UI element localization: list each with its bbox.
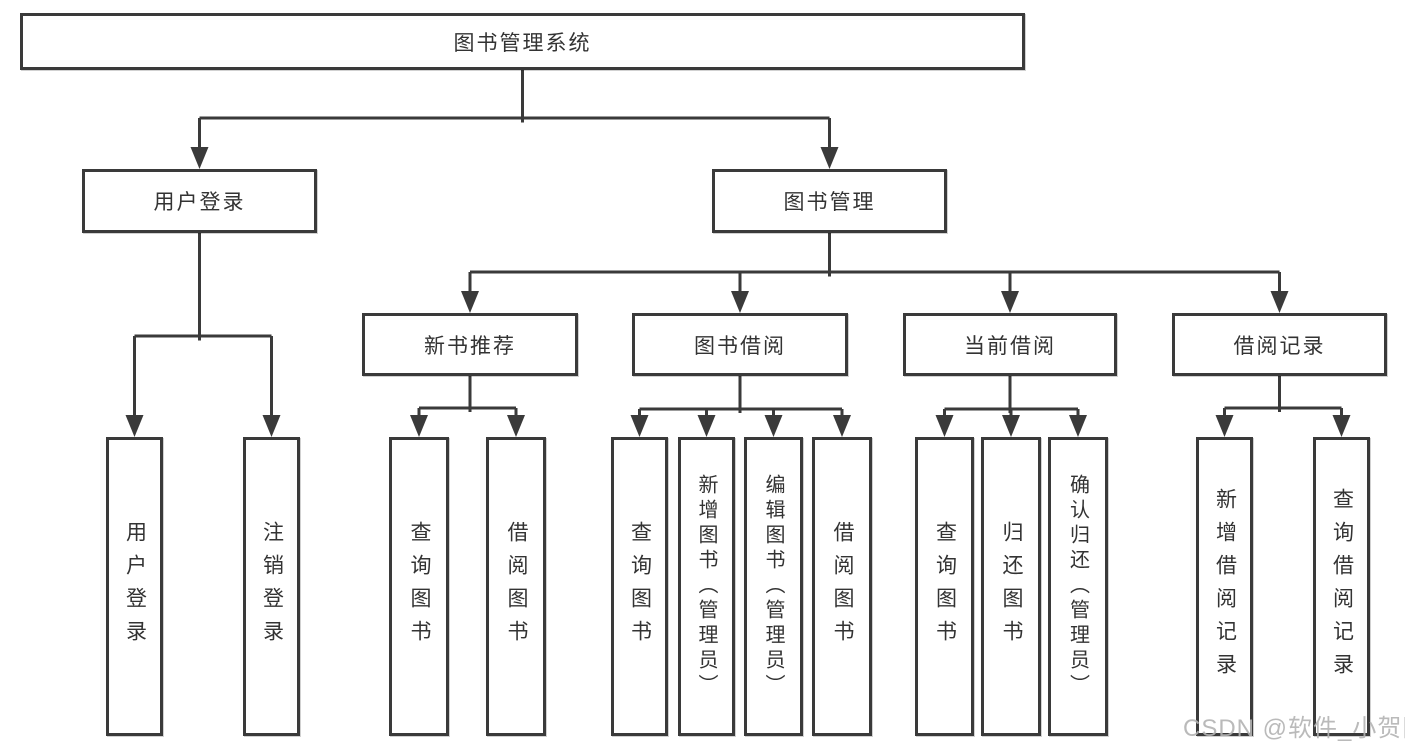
node-borrow-records-label: 借阅记录 [1233, 334, 1326, 358]
leaf-query-borrow-record: 查询借阅记录 [1313, 437, 1370, 736]
connector-root-to-level2 [198, 70, 831, 148]
node-book-management-branch: 图书管理 [712, 169, 947, 233]
leaf-return-books: 归还图书 [981, 437, 1041, 736]
node-root: 图书管理系统 [20, 13, 1025, 70]
leaf-add-borrow-record: 新增借阅记录 [1196, 437, 1253, 736]
leaf-logout: 注销登录 [243, 437, 300, 736]
leaf-borrow-books-recommend-label: 借阅图书 [505, 520, 528, 653]
leaf-user-login-label: 用户登录 [123, 520, 147, 653]
node-new-book-recommend-label: 新书推荐 [424, 334, 516, 358]
node-user-login-branch-label: 用户登录 [153, 191, 246, 214]
connector-current-to-leaves [943, 376, 1080, 416]
leaf-confirm-return-admin-label: 确认归还（管理员） [1066, 474, 1089, 699]
leaf-query-books-borrow-label: 查询图书 [628, 520, 652, 653]
node-root-label: 图书管理系统 [453, 31, 592, 55]
leaf-borrow-books-label: 借阅图书 [831, 520, 854, 653]
leaf-query-books-current-label: 查询图书 [933, 520, 957, 653]
leaf-query-books-recommend-label: 查询图书 [408, 520, 431, 653]
leaf-edit-books-admin: 编辑图书（管理员） [744, 437, 803, 736]
connector-bookmgmt-to-level3 [468, 233, 1281, 292]
node-book-borrow: 图书借阅 [632, 313, 848, 376]
leaf-edit-books-admin-label: 编辑图书（管理员） [762, 474, 784, 699]
leaf-query-books-current: 查询图书 [915, 437, 974, 736]
leaf-query-borrow-record-label: 查询借阅记录 [1330, 487, 1354, 686]
node-new-book-recommend: 新书推荐 [362, 313, 578, 376]
leaf-add-borrow-record-label: 新增借阅记录 [1213, 487, 1237, 686]
leaf-logout-label: 注销登录 [260, 520, 284, 653]
leaf-borrow-books: 借阅图书 [812, 437, 872, 736]
csdn-watermark: CSDN @软件_小贺同学 [1183, 715, 1405, 742]
connector-userlogin-to-leaves [133, 233, 273, 416]
leaf-query-books-borrow: 查询图书 [611, 437, 668, 736]
node-current-borrow: 当前借阅 [903, 313, 1117, 376]
connector-borrow-to-leaves [638, 376, 844, 416]
node-book-borrow-label: 图书借阅 [694, 334, 786, 358]
node-book-management-branch-label: 图书管理 [783, 191, 876, 214]
node-current-borrow-label: 当前借阅 [964, 334, 1056, 358]
connector-records-to-leaves [1223, 376, 1343, 416]
leaf-user-login: 用户登录 [106, 437, 163, 736]
node-borrow-records: 借阅记录 [1172, 313, 1387, 376]
leaf-query-books-recommend: 查询图书 [389, 437, 449, 736]
leaf-confirm-return-admin: 确认归还（管理员） [1048, 437, 1108, 736]
leaf-add-books-admin: 新增图书（管理员） [678, 437, 735, 736]
leaf-return-books-label: 归还图书 [1000, 520, 1023, 653]
connector-newbooks-to-leaves [417, 376, 518, 416]
leaf-borrow-books-recommend: 借阅图书 [486, 437, 546, 736]
node-user-login-branch: 用户登录 [82, 169, 317, 233]
arrowheads [125, 147, 1351, 437]
leaf-add-books-admin-label: 新增图书（管理员） [695, 474, 717, 699]
